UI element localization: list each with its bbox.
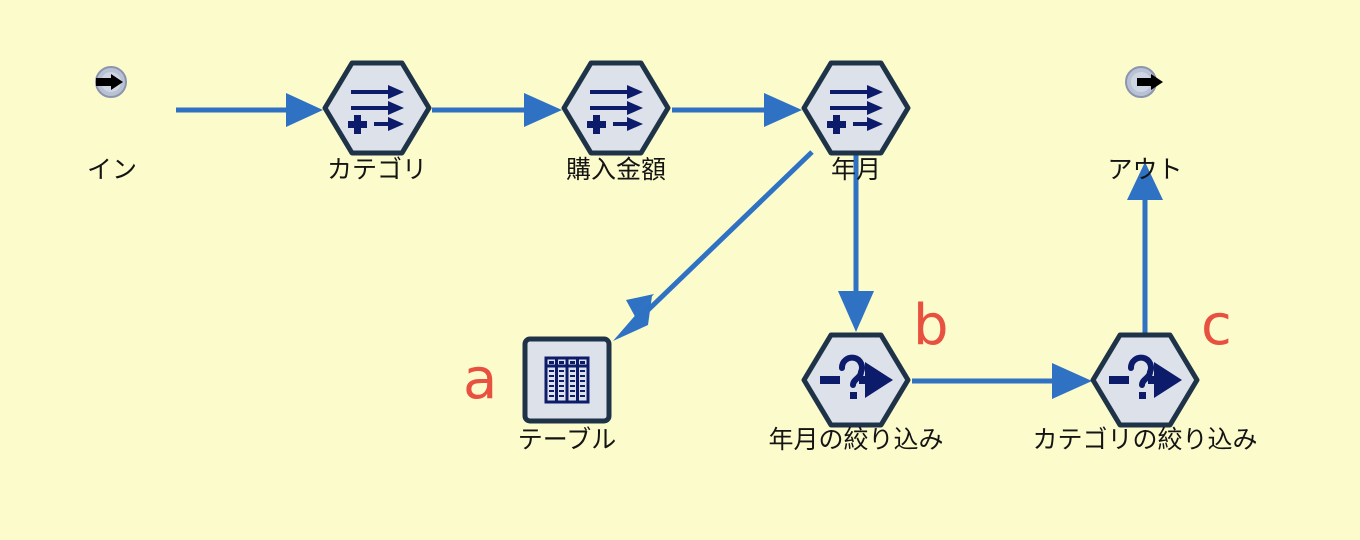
edge-year-month-filter-to-category-filter[interactable] [912,363,1092,399]
hexagon-shape [1090,332,1200,428]
node-label-year-month: 年月 [830,155,882,184]
arrow-into-circle-icon [92,65,132,99]
annotation-a: a [463,347,498,412]
table-grid-icon [544,356,590,404]
node-label-out: アウト [1107,155,1183,184]
filter-question-arrow-icon [820,354,893,399]
node-label-year-month-filter: 年月の絞り込み [768,425,944,454]
node-label-purchase-amount: 購入金額 [565,155,667,184]
node-label-category-filter: カテゴリの絞り込み [1032,425,1258,454]
node-label-category: カテゴリ [326,155,428,184]
annotation-c: c [1201,293,1232,358]
hexagon-shape [801,332,911,428]
edge-in-to-category[interactable] [176,93,323,127]
hexagon-shape [561,60,671,156]
edge-category-to-purchase-amount[interactable] [432,93,562,127]
arrow-out-of-circle-icon [1125,65,1165,99]
edge-category-filter-to-out[interactable] [1127,162,1163,336]
node-label-in: イン [86,155,138,184]
node-label-table: テーブル [517,425,617,454]
table-node-shape [522,336,612,424]
annotation-b: b [913,293,949,358]
hexagon-shape [801,60,911,156]
hexagon-shape [322,60,432,156]
edge-purchase-amount-to-year-month[interactable] [672,93,802,127]
filter-question-arrow-icon [1109,354,1182,399]
